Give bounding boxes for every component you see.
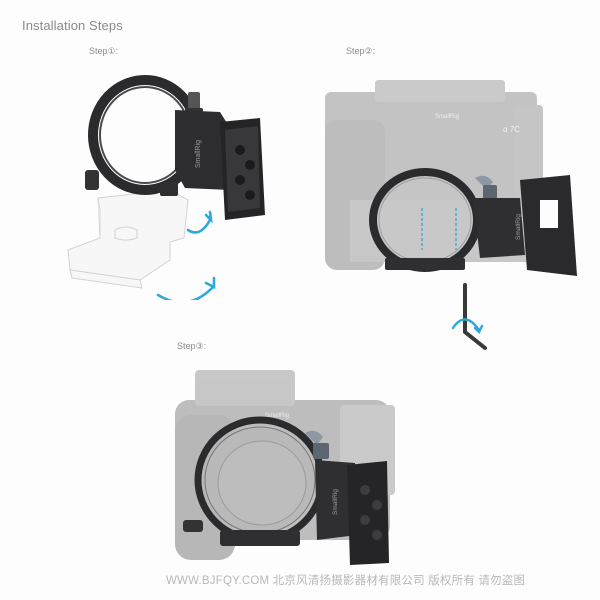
- rotate-arrow-icon: [156, 210, 216, 300]
- step-3-illustration: SmallRig SmallRig: [165, 365, 415, 565]
- rotate-arrow-icon: [451, 318, 484, 335]
- ghost-base-plate: [67, 189, 189, 289]
- step-2-label: Step②:: [346, 46, 376, 56]
- svg-text:SmallRig: SmallRig: [435, 114, 459, 120]
- step-1-illustration: SmallRig: [60, 70, 270, 300]
- svg-text:α 7C: α 7C: [503, 125, 520, 134]
- step-3-label: Step③:: [177, 341, 207, 351]
- mount-ring: [369, 168, 481, 272]
- svg-text:SmallRig: SmallRig: [515, 214, 522, 240]
- page-title: Installation Steps: [22, 18, 123, 33]
- svg-text:SmallRig: SmallRig: [265, 413, 289, 419]
- mount-ring: [183, 416, 326, 546]
- svg-text:SmallRig: SmallRig: [332, 489, 339, 515]
- step-2-illustration: α 7C SmallRig SmallRig: [315, 80, 580, 355]
- camera-mounting-diagram: α 7C SmallRig SmallRig: [325, 80, 577, 350]
- mount-arm: SmallRig: [473, 175, 577, 276]
- locking-knob: [475, 175, 497, 199]
- step-1-label: Step①:: [89, 46, 119, 56]
- locking-knob: [305, 430, 329, 459]
- svg-text:SmallRig: SmallRig: [195, 140, 202, 168]
- hex-key-icon: [463, 283, 487, 350]
- mounted-assembly-diagram: SmallRig SmallRig: [175, 370, 395, 565]
- alignment-guides: [421, 208, 457, 250]
- watermark-text: WWW.BJFQY.COM 北京风清扬摄影器材有限公司 版权所有 请勿盗图: [166, 575, 526, 587]
- mount-arm: SmallRig: [315, 460, 389, 565]
- mount-arm: SmallRig: [175, 110, 265, 220]
- rotating-mount-diagram: SmallRig: [67, 75, 265, 300]
